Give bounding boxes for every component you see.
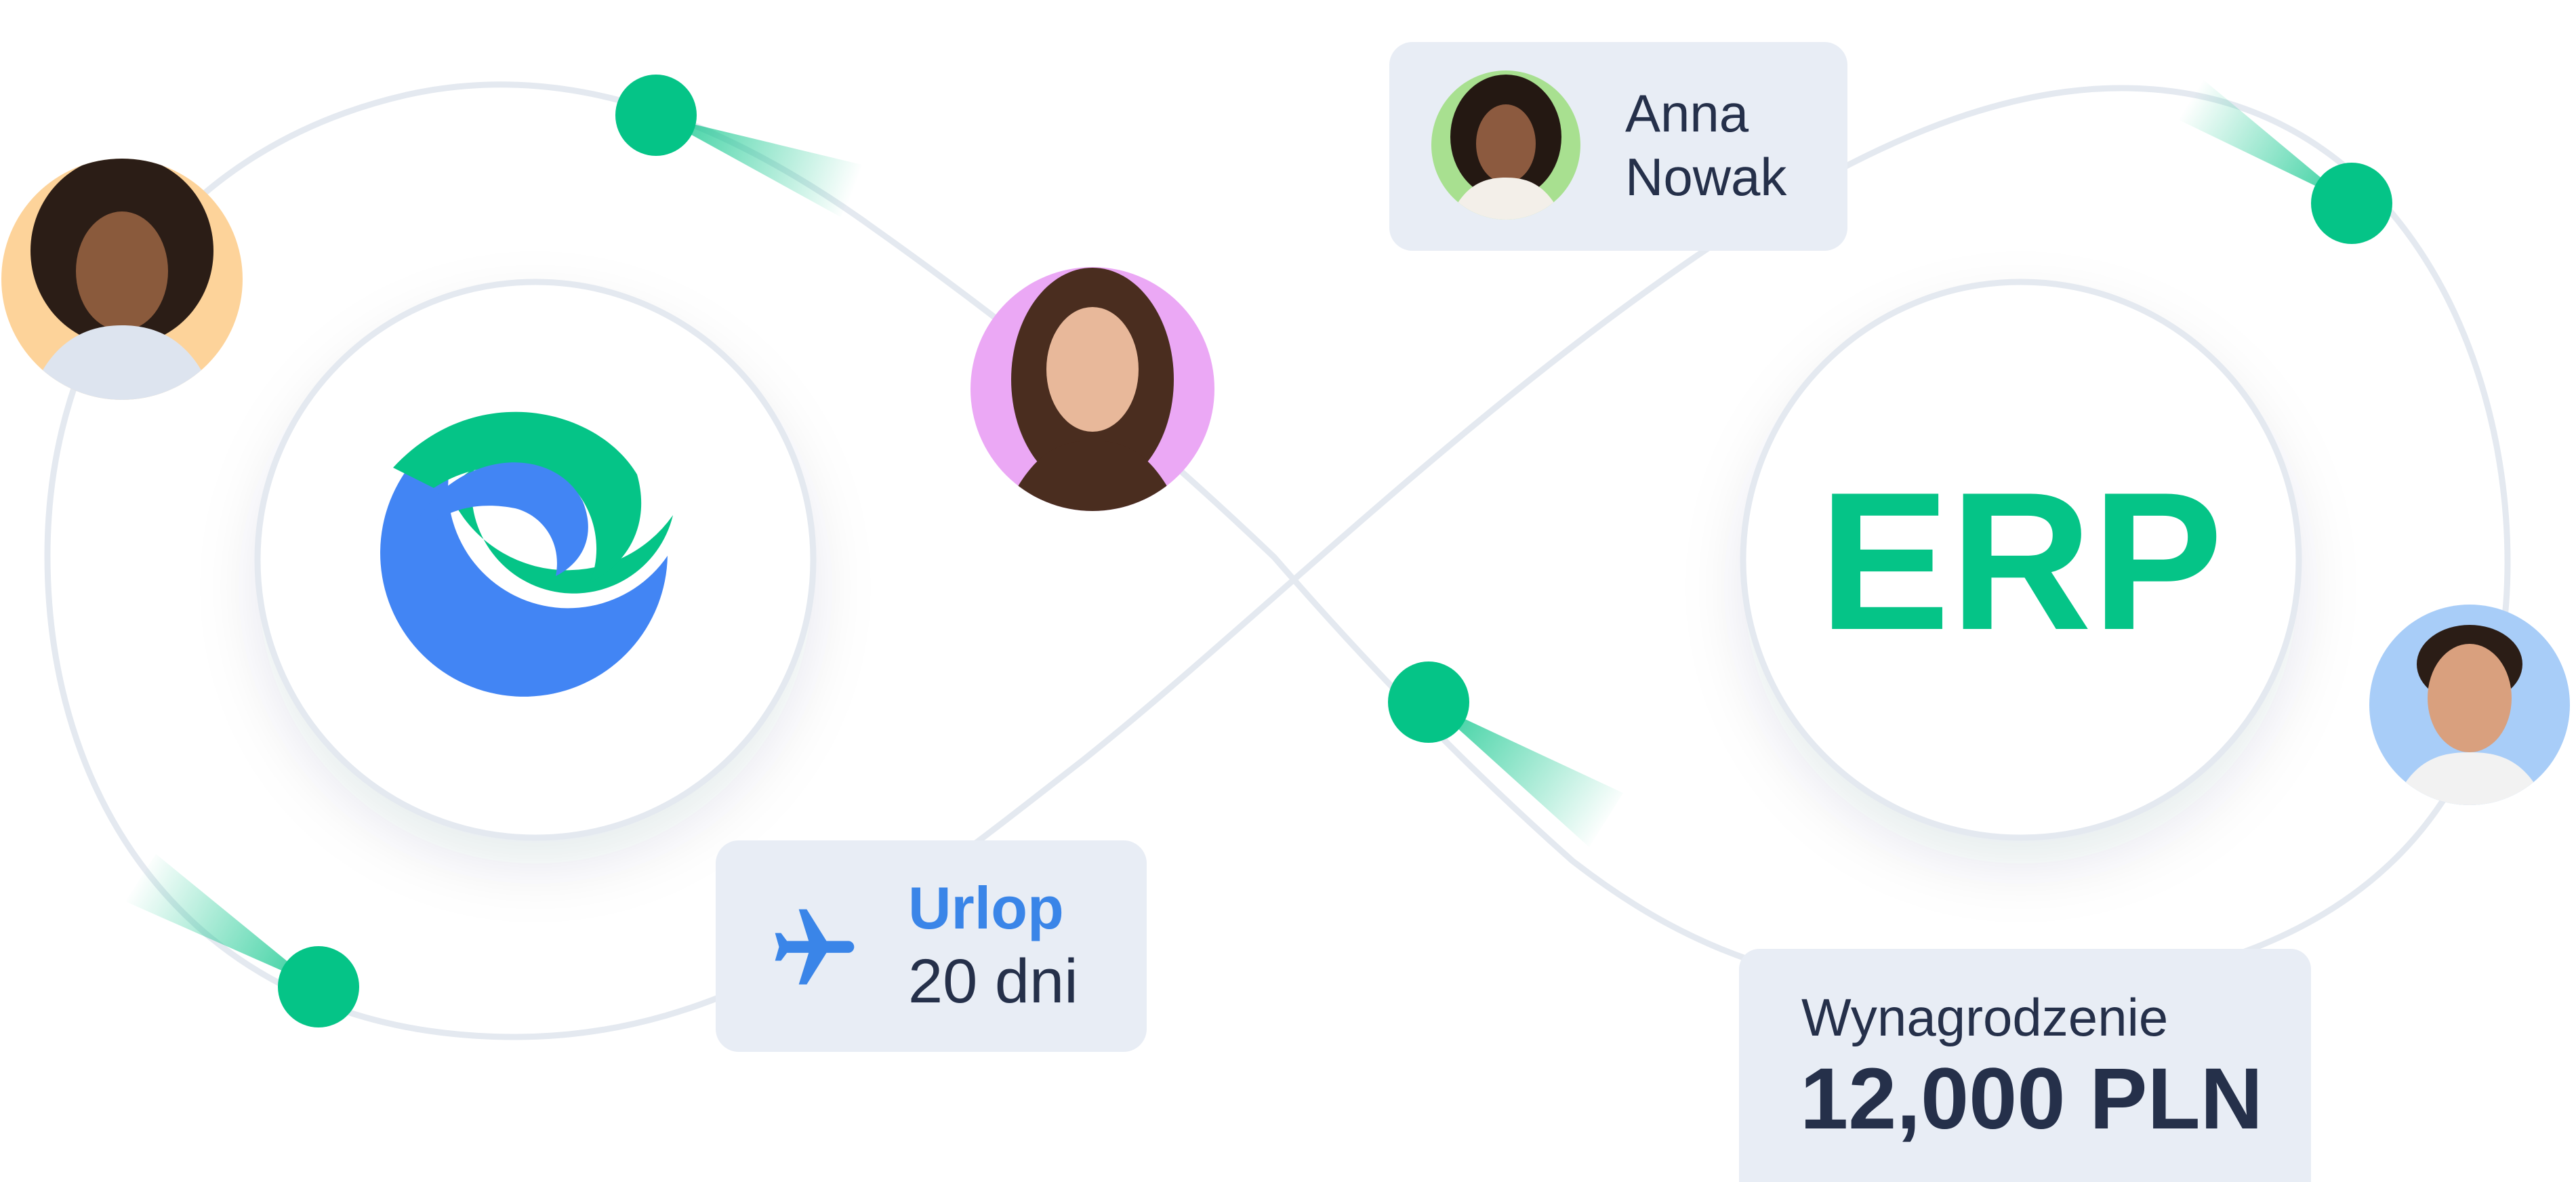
employee-name-card: Anna Nowak xyxy=(1389,42,1847,251)
employee-name: Anna Nowak xyxy=(1625,81,1786,209)
employee-last-name: Nowak xyxy=(1625,147,1787,207)
trail-dot-top-left xyxy=(615,75,867,217)
avatar-anna xyxy=(1431,70,1580,220)
swirl-logo-icon xyxy=(380,411,673,697)
avatar-right xyxy=(2369,605,2570,805)
airplane-icon xyxy=(775,909,855,985)
salary-amount: 12,000 PLN xyxy=(1800,1051,2264,1147)
avatar-center xyxy=(970,267,1214,511)
leave-title: Urlop xyxy=(908,874,1064,941)
employee-first-name: Anna xyxy=(1625,83,1749,143)
trail-dot-center xyxy=(1388,661,1623,847)
trail-dot-top-right xyxy=(2155,68,2392,244)
salary-card: Wynagrodzenie 12,000 PLN xyxy=(1739,949,2311,1182)
leave-value: 20 dni xyxy=(908,947,1078,1016)
avatar-top-left xyxy=(1,159,243,400)
trail-dot-bottom-left xyxy=(125,854,359,1027)
left-hub xyxy=(254,279,817,841)
erp-label: ERP xyxy=(1819,451,2223,671)
salary-label: Wynagrodzenie xyxy=(1801,987,2169,1047)
right-hub: ERP xyxy=(1740,279,2302,841)
leave-card: Urlop 20 dni xyxy=(716,840,1147,1052)
